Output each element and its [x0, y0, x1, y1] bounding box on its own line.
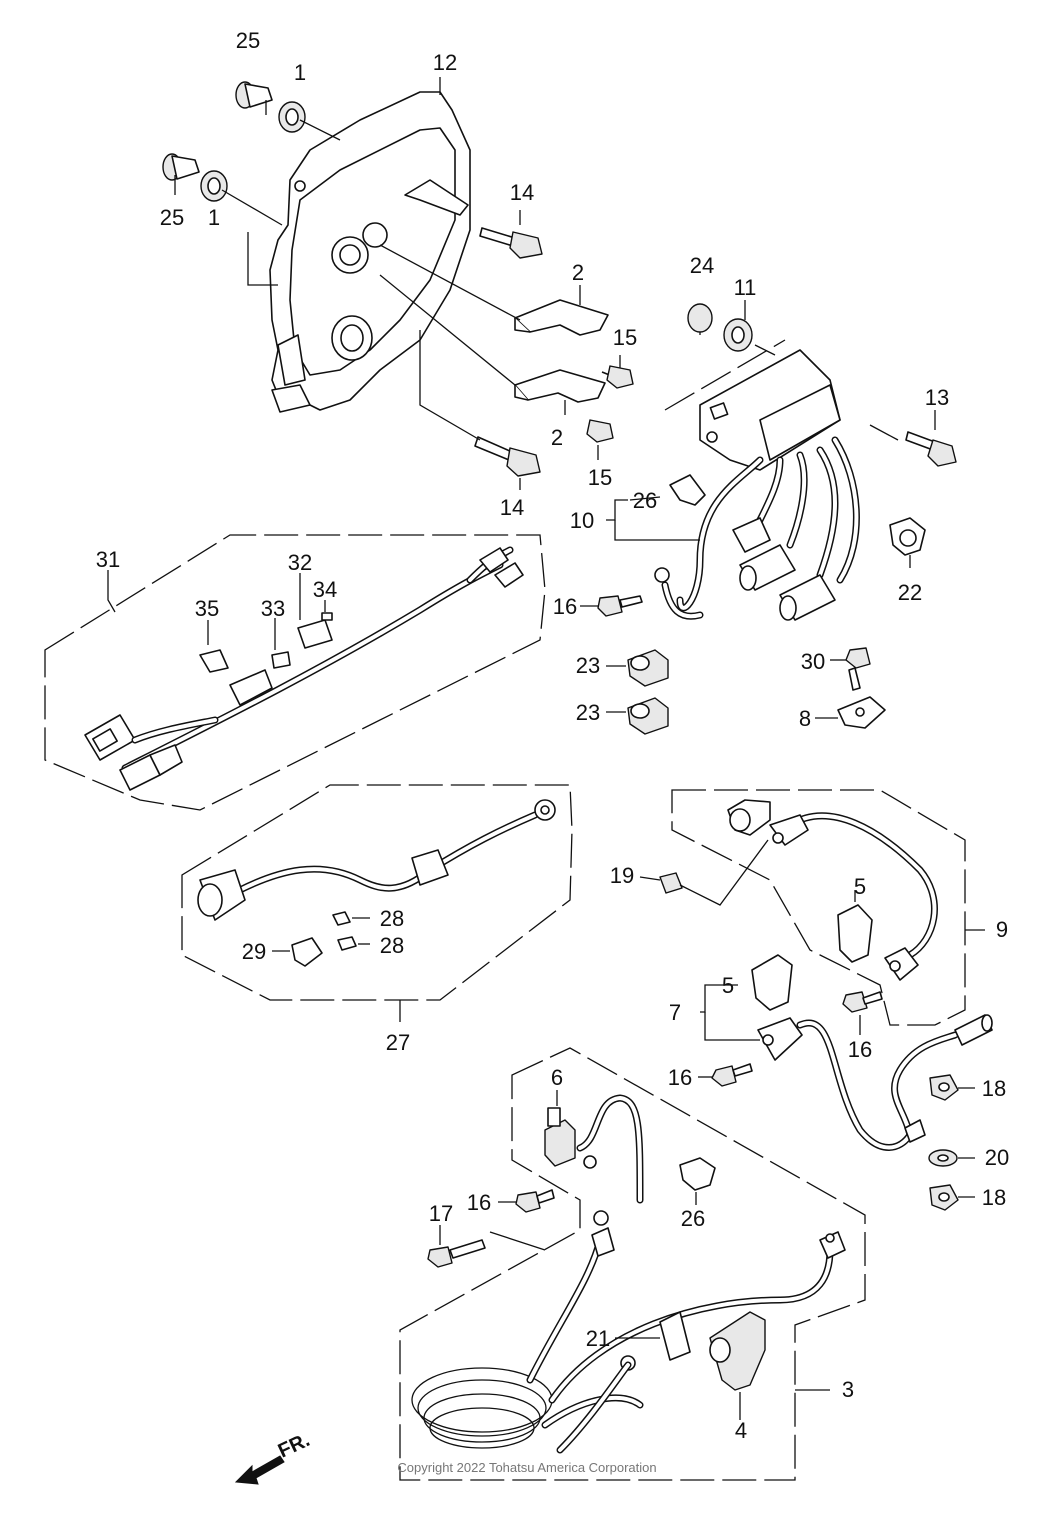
bracket-assembly — [269, 91, 471, 413]
connector-29 — [291, 937, 323, 967]
callout-29: 29 — [242, 939, 266, 964]
harness-31 — [44, 534, 546, 811]
callout-26-lower: 26 — [681, 1206, 705, 1231]
callout-21: 21 — [586, 1326, 610, 1351]
callout-8: 8 — [799, 706, 811, 731]
callout-33: 33 — [261, 596, 285, 621]
clamp-23-upper — [627, 649, 669, 687]
callout-22: 22 — [898, 580, 922, 605]
callout-12: 12 — [433, 50, 457, 75]
callout-1-upper: 1 — [294, 60, 306, 85]
lead-9 — [727, 799, 938, 981]
clamp-23-lower — [627, 697, 669, 735]
callout-35: 35 — [195, 596, 219, 621]
bolt-14-upper — [479, 227, 543, 259]
callout-7: 7 — [669, 1000, 681, 1025]
battery-cable-3 — [411, 1210, 846, 1454]
callout-20: 20 — [985, 1145, 1009, 1170]
callout-5-lower: 5 — [722, 973, 734, 998]
callout-10: 10 — [570, 508, 594, 533]
nut-19 — [659, 872, 683, 894]
harness-27 — [197, 799, 556, 921]
callout-15-lower: 15 — [588, 465, 612, 490]
cap-6 — [544, 1107, 576, 1167]
bolt-16-right — [842, 991, 868, 1013]
callout-30: 30 — [801, 649, 825, 674]
callout-18-upper: 18 — [982, 1076, 1006, 1101]
clamp-26-lower — [679, 1157, 716, 1191]
callout-1-lower: 1 — [208, 205, 220, 230]
screw-15-upper — [601, 365, 634, 389]
tie-21 — [659, 1311, 691, 1361]
plate-2-lower — [514, 369, 606, 403]
callout-16-lower: 16 — [467, 1190, 491, 1215]
terminal-28-upper — [332, 911, 351, 926]
callout-6: 6 — [551, 1065, 563, 1090]
callout-labels: 25 1 12 25 1 14 2 15 2 15 14 24 11 13 26… — [96, 28, 1009, 1443]
callout-2-upper: 2 — [572, 260, 584, 285]
plate-2-upper — [514, 299, 609, 336]
cap-5-upper — [837, 904, 873, 963]
callout-34: 34 — [313, 577, 337, 602]
callout-14-upper: 14 — [510, 180, 534, 205]
copyright-text: Copyright 2022 Tohatsu America Corporati… — [397, 1460, 656, 1475]
bolt-30 — [845, 647, 871, 669]
grommet-lower — [162, 153, 228, 202]
callout-31: 31 — [96, 547, 120, 572]
cap-4 — [709, 1311, 766, 1391]
callout-14-lower: 14 — [500, 495, 524, 520]
callout-11: 11 — [734, 275, 757, 300]
callout-28-upper: 28 — [380, 906, 404, 931]
callout-15-upper: 15 — [613, 325, 637, 350]
callout-2-lower: 2 — [551, 425, 563, 450]
bolt-16-mid — [711, 1065, 737, 1087]
lead-7 — [751, 954, 993, 1151]
callout-28-lower: 28 — [380, 933, 404, 958]
callout-16-mid: 16 — [668, 1065, 692, 1090]
callout-3: 3 — [842, 1377, 854, 1402]
callout-19: 19 — [610, 863, 634, 888]
front-direction-marker: FR. — [234, 1429, 313, 1485]
callout-13: 13 — [925, 385, 949, 410]
callout-18-lower: 18 — [982, 1185, 1006, 1210]
callout-26-upper: 26 — [633, 488, 657, 513]
terminal-28-lower — [337, 936, 357, 951]
clamp-26-upper — [669, 474, 706, 506]
callout-32: 32 — [288, 550, 312, 575]
screw-15-lower — [586, 419, 614, 443]
grommet-upper — [235, 81, 306, 133]
bolt-14-lower — [474, 436, 541, 477]
callout-17: 17 — [429, 1201, 453, 1226]
bolt-16-upper — [597, 595, 623, 617]
callout-9: 9 — [996, 917, 1008, 942]
bolt-17 — [427, 1246, 453, 1268]
callout-23-lower: 23 — [576, 700, 600, 725]
callout-25-lower: 25 — [160, 205, 184, 230]
callout-16-upper: 16 — [553, 594, 577, 619]
callout-5-upper: 5 — [854, 874, 866, 899]
cdi-unit — [654, 349, 860, 621]
callout-23-upper: 23 — [576, 653, 600, 678]
callout-25-upper: 25 — [236, 28, 260, 53]
callout-24: 24 — [690, 253, 714, 278]
callout-4: 4 — [735, 1418, 747, 1443]
collar-24 — [687, 303, 713, 333]
bolt-16-lower — [515, 1191, 541, 1213]
callout-16-right: 16 — [848, 1037, 872, 1062]
callout-27: 27 — [386, 1030, 410, 1055]
